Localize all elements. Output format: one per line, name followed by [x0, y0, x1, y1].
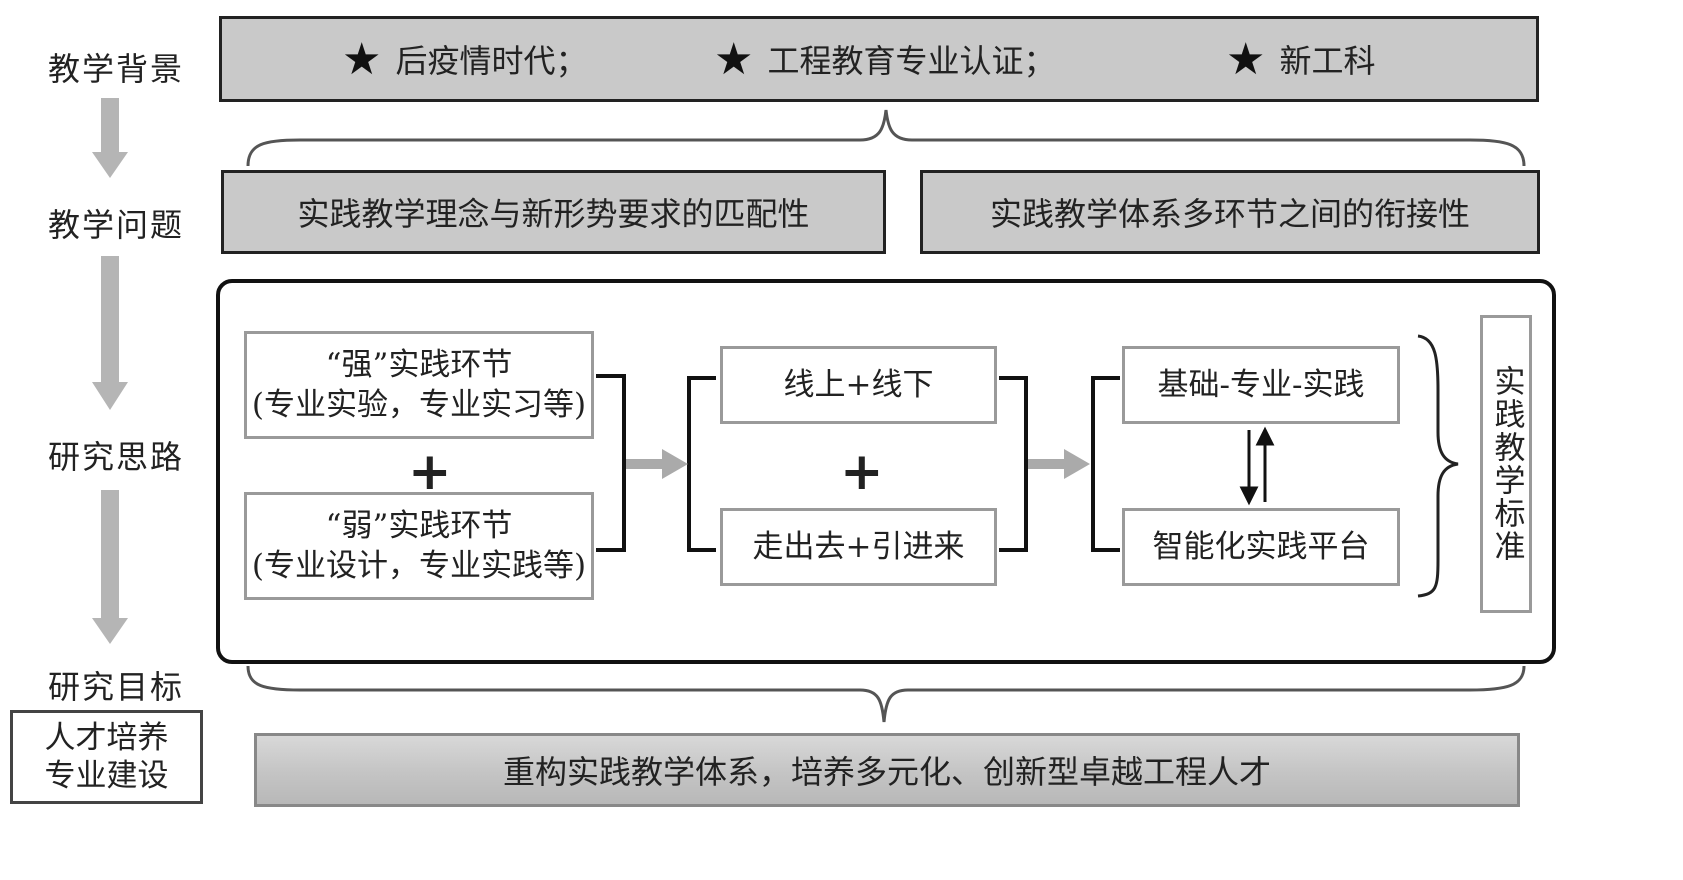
star-icon: ★	[342, 33, 382, 85]
goal-bar: 重构实践教学体系，培养多元化、创新型卓越工程人才	[254, 733, 1520, 807]
strong-practice-detail: (专业实验，专业实习等)	[251, 387, 587, 423]
outreach-text: 走出去+引进来	[752, 529, 965, 565]
plus-sign: +	[408, 442, 452, 502]
goal-category-box: 人才培养 专业建设	[10, 710, 203, 804]
strong-practice-box: “强”实践环节 (专业实验，专业实习等)	[244, 331, 594, 439]
background-item-text: 新工科	[1279, 42, 1376, 80]
problem-text-1: 实践教学理念与新形势要求的匹配性	[297, 195, 810, 233]
background-item-text: 后疫情时代；	[395, 42, 588, 80]
right-arrow-icon	[1028, 449, 1090, 479]
online-offline-text: 线上+线下	[783, 367, 934, 403]
goal-text: 重构实践教学体系，培养多元化、创新型卓越工程人才	[502, 753, 1271, 791]
brace-bottom	[246, 665, 1526, 723]
standard-text: 实践教学标准	[1488, 365, 1525, 563]
plus-sign: +	[840, 442, 884, 502]
background-box: ★ 后疫情时代； ★ 工程教育专业认证； ★ 新工科	[219, 16, 1539, 102]
right-arrow-icon	[626, 449, 688, 479]
bracket-middle-in	[687, 376, 716, 552]
brace-right	[1417, 334, 1459, 598]
arrow-down-icon	[1239, 486, 1259, 506]
label-problems: 教学问题	[48, 206, 185, 244]
label-approach: 研究思路	[48, 438, 185, 476]
label-background: 教学背景	[48, 50, 185, 88]
platform-text: 智能化实践平台	[1152, 529, 1370, 565]
down-arrow-icon	[92, 256, 128, 410]
problem-text-2: 实践教学体系多环节之间的衔接性	[989, 195, 1470, 233]
star-icon: ★	[1226, 33, 1266, 85]
online-offline-box: 线上+线下	[720, 346, 997, 424]
problem-box-1: 实践教学理念与新形势要求的匹配性	[221, 170, 886, 254]
foundation-box: 基础-专业-实践	[1122, 346, 1400, 424]
approach-frame	[216, 279, 1556, 664]
background-item: ★ 后疫情时代；	[342, 19, 587, 99]
down-arrow-icon	[92, 98, 128, 178]
bracket-right-in	[1091, 376, 1120, 552]
problem-box-2: 实践教学体系多环节之间的衔接性	[920, 170, 1540, 254]
foundation-text: 基础-专业-实践	[1157, 367, 1365, 403]
weak-practice-detail: (专业设计，专业实践等)	[251, 548, 587, 584]
background-item: ★ 工程教育专业认证；	[714, 19, 1055, 99]
arrow-up-icon	[1255, 426, 1275, 446]
brace-top	[246, 109, 1526, 167]
strong-practice-title: “强”实践环节	[325, 347, 513, 383]
star-icon: ★	[714, 33, 754, 85]
goal-category-line2: 专业建设	[44, 758, 169, 794]
outreach-box: 走出去+引进来	[720, 508, 997, 586]
background-item-text: 工程教育专业认证；	[767, 42, 1056, 80]
platform-box: 智能化实践平台	[1122, 508, 1400, 586]
bracket-left-group	[596, 374, 626, 552]
weak-practice-title: “弱”实践环节	[325, 508, 513, 544]
background-item: ★ 新工科	[1226, 19, 1375, 99]
standard-box: 实践教学标准	[1480, 315, 1532, 613]
goal-category-line1: 人才培养	[44, 720, 169, 756]
bracket-middle-out	[999, 376, 1028, 552]
left-arrows	[92, 98, 128, 644]
label-goal: 研究目标	[48, 668, 185, 706]
weak-practice-box: “弱”实践环节 (专业设计，专业实践等)	[244, 492, 594, 600]
down-arrow-icon	[92, 490, 128, 644]
